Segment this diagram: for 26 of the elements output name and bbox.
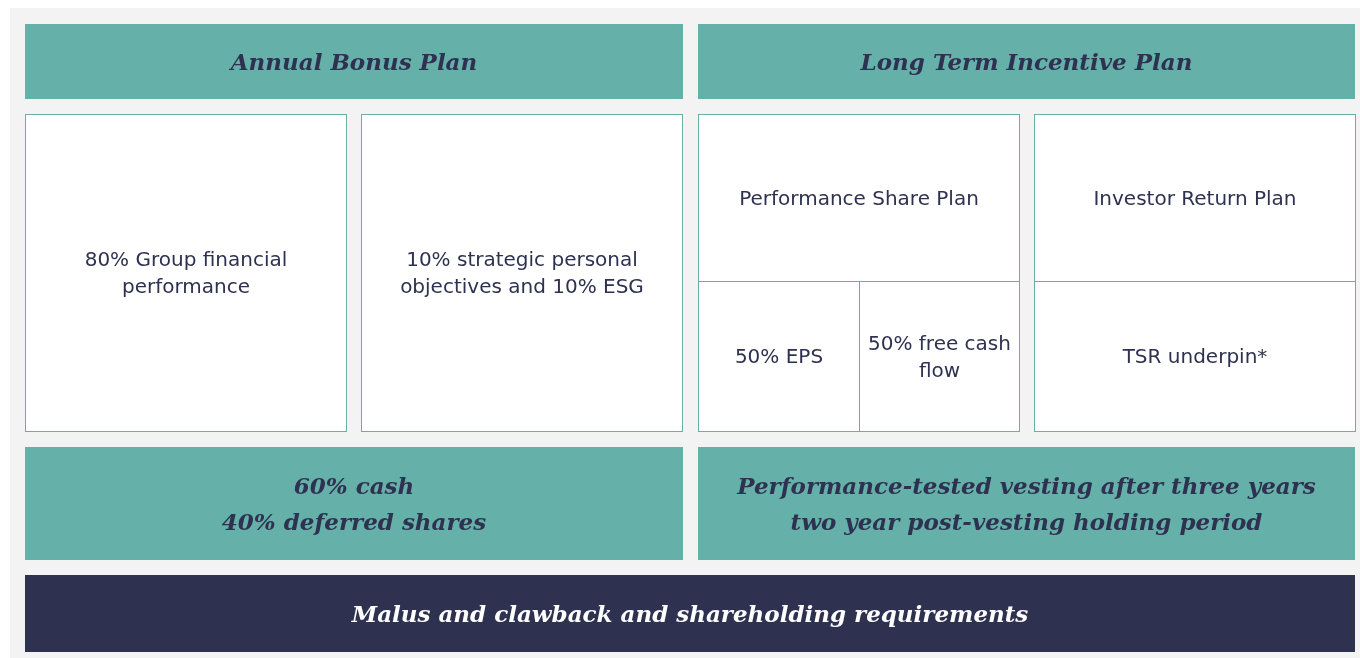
label-text: 40% deferred shares [221,506,487,537]
label-text: Malus and clawback and shareholding requirements [351,600,1029,627]
label-text: Performance-tested vesting after three years [737,470,1316,501]
label-text: Investor Return Plan [1093,184,1297,212]
measure-cell [1034,281,1356,432]
label-text: Annual Bonus Plan [230,46,478,77]
measure-cell [698,281,860,432]
label-text: 50% EPS [734,343,824,370]
label-text: 50% free cash flow [868,329,1011,384]
delivery-band [698,447,1355,560]
label-text: TSR underpin* [1122,343,1268,370]
label-text: Long Term Incentive Plan [860,46,1193,77]
measure-cell [25,114,347,432]
plan-header [698,24,1355,99]
plan-cell [698,114,1020,282]
plan-header [25,24,683,99]
label-text: 60% cash [293,470,415,501]
measure-cell [859,281,1020,432]
label-text: 10% strategic personal objectives and 10% ESG [399,246,645,300]
plan-cell [1034,114,1356,282]
measure-cell [361,114,683,432]
requirements-banner [25,575,1355,652]
delivery-band [25,447,683,560]
label-text: Performance Share Plan [739,184,979,212]
label-text: two year post-vesting holding period [790,506,1263,537]
label-text: 80% Group financial performance [83,246,289,300]
